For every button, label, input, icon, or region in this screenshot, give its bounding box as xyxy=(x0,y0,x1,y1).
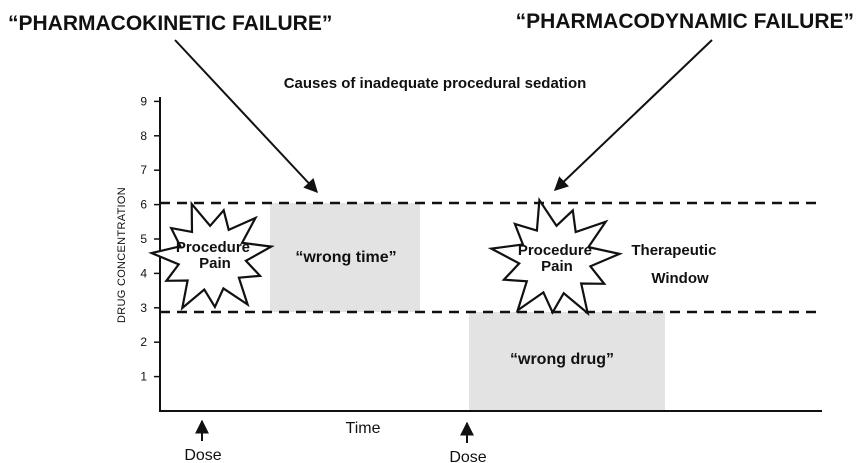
y-tick-label: 4 xyxy=(140,266,147,280)
procedure-pain-burst-right xyxy=(487,196,624,317)
diagram-subtitle: Causes of inadequate procedural sedation xyxy=(284,75,587,92)
wrong-time-label: “wrong time” xyxy=(295,249,396,266)
dose-label-2: Dose xyxy=(449,449,486,463)
pharmacokinetic-failure-heading: “PHARMACOKINETIC FAILURE” xyxy=(8,12,332,35)
pharmacodynamic-failure-heading: “PHARMACODYNAMIC FAILURE” xyxy=(516,10,854,33)
burst-right-line1: Procedure xyxy=(518,242,592,259)
burst-right-line2: Pain xyxy=(541,258,573,275)
y-tick-label: 6 xyxy=(140,198,147,212)
wrong-drug-label: “wrong drug” xyxy=(510,351,614,368)
wrong-drug-box xyxy=(469,312,665,410)
burst-left-line1: Procedure xyxy=(176,239,250,256)
y-axis-ticks: 1 2 3 4 5 6 7 8 9 xyxy=(140,94,160,384)
therapeutic-label-line2: Window xyxy=(651,270,709,287)
dose-label-1: Dose xyxy=(184,447,221,463)
y-axis-label: DRUG CONCENTRATION xyxy=(116,187,128,323)
y-tick-label: 3 xyxy=(140,301,147,315)
pharmacodynamic-arrow xyxy=(553,39,713,191)
y-tick-label: 9 xyxy=(140,94,147,108)
pharmacokinetic-arrow xyxy=(174,39,318,194)
y-tick-label: 1 xyxy=(140,370,147,384)
therapeutic-window-label: Therapeutic Window xyxy=(631,242,720,287)
burst-left-line2: Pain xyxy=(199,255,231,272)
procedure-pain-label-left: Procedure Pain xyxy=(176,239,254,272)
y-tick-label: 2 xyxy=(140,335,147,349)
y-tick-label: 8 xyxy=(140,129,147,143)
procedure-pain-burst-left xyxy=(148,200,275,311)
therapeutic-label-line1: Therapeutic xyxy=(631,242,716,259)
y-tick-label: 5 xyxy=(140,232,147,246)
wrong-time-box xyxy=(270,203,420,312)
x-axis-label: Time xyxy=(346,420,381,437)
y-tick-label: 7 xyxy=(140,163,147,177)
procedure-pain-label-right: Procedure Pain xyxy=(518,242,596,275)
